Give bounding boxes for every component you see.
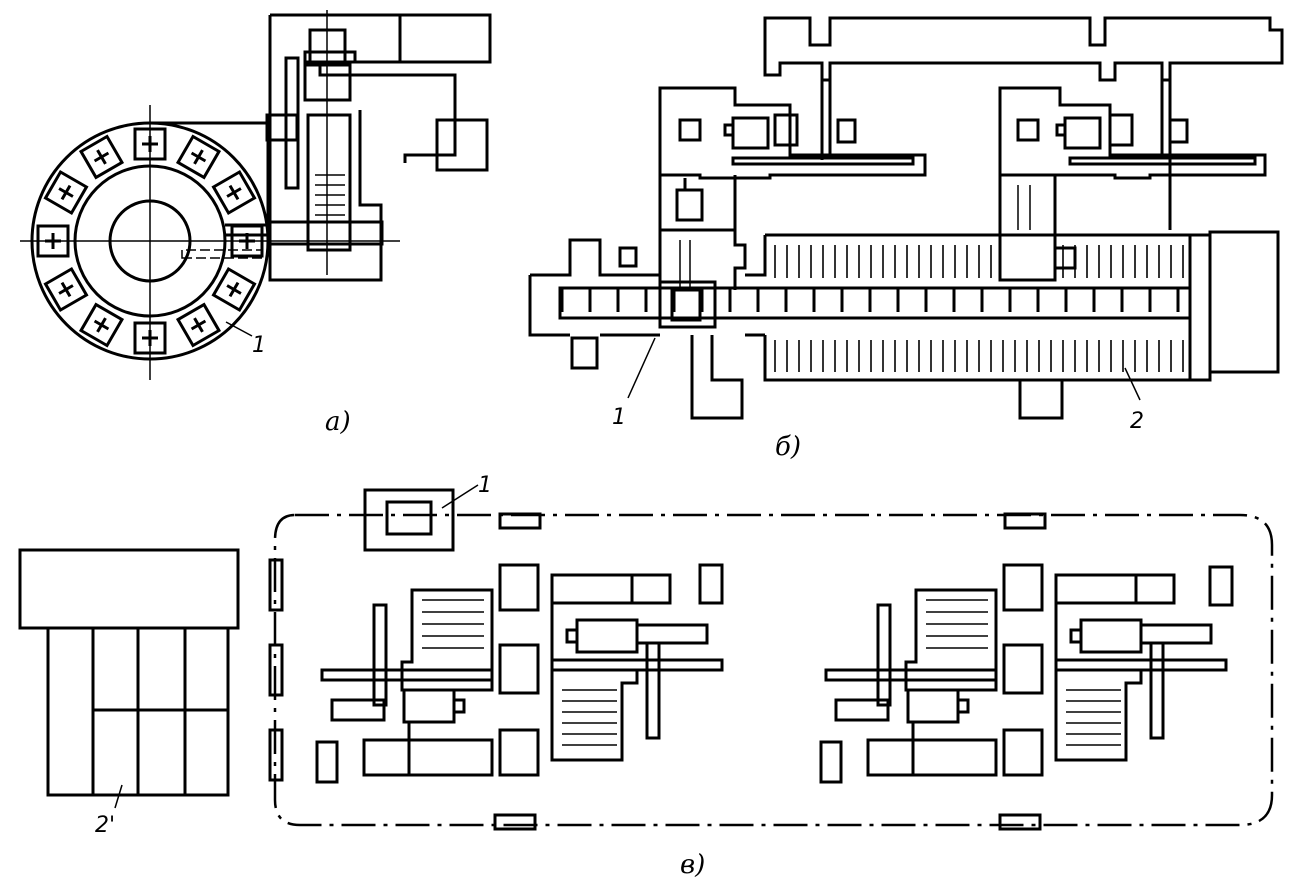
tool-pocket (78, 134, 125, 180)
pallet-station (1002, 728, 1044, 777)
spindle-motor (575, 618, 639, 654)
cross-mark-icon (58, 184, 74, 201)
machining-unit-right (998, 86, 1267, 282)
panel-caption-b: б) (775, 432, 801, 462)
tool-transfer-carriage (658, 240, 717, 329)
callout-label: 1 (252, 333, 266, 358)
panel-caption-v: в) (680, 850, 705, 880)
fixture (819, 740, 843, 784)
magazine-slots-top (774, 245, 1184, 278)
spindle-motor (402, 688, 456, 724)
unit-head (550, 573, 634, 605)
callout-label: 2' (95, 813, 115, 838)
column (372, 603, 388, 707)
magazine-slots-bottom (774, 340, 1184, 372)
cross-mark-icon (93, 317, 110, 333)
column (645, 641, 661, 740)
slide-rail (1139, 623, 1213, 645)
transport-loop (268, 512, 1274, 831)
spindle-head (265, 10, 492, 282)
machining-unit-left (658, 86, 927, 290)
workpiece-table (330, 698, 386, 722)
slide-rail (550, 658, 724, 672)
tool-pocket (43, 266, 89, 313)
slide-rail (824, 668, 998, 682)
callout-1-a: 1 (225, 321, 266, 358)
panel-a: 1 а) (20, 10, 492, 437)
central-tool-store: 2' (18, 548, 240, 838)
callout-1-b: 1 (612, 337, 656, 430)
tool-magazine (1054, 670, 1143, 762)
pallet-station (498, 643, 540, 695)
panel-caption-a: а) (325, 407, 351, 437)
cross-mark-icon (58, 281, 74, 298)
callout-label: 1 (612, 405, 626, 430)
pallet-station (498, 563, 540, 612)
slide-rail (635, 623, 709, 645)
tool-pocket (211, 169, 257, 216)
slide-rail (1054, 658, 1228, 672)
transport-carriage: 1 (363, 473, 492, 552)
slide-rail (320, 668, 494, 682)
cross-mark-icon (226, 184, 242, 201)
machine-pair-left (315, 563, 724, 784)
magazine-tool-slots (560, 288, 1180, 312)
column (876, 603, 892, 707)
tool-pocket (175, 134, 222, 180)
pallet-station (1002, 563, 1044, 612)
tool-pocket (78, 302, 125, 348)
tool-pocket (211, 266, 257, 313)
panel-v: 2' 1 в) (18, 473, 1274, 880)
tool-magazine (550, 670, 639, 762)
tool-magazine (904, 588, 998, 692)
panel-b: 1 2 б) (528, 16, 1284, 462)
column (1149, 641, 1165, 740)
pallet-station (1002, 643, 1044, 695)
callout-label: 1 (478, 473, 492, 498)
spindle-motor (906, 688, 960, 724)
tool-pocket (175, 302, 222, 348)
tool-pocket (43, 169, 89, 216)
spindle-motor (1079, 618, 1143, 654)
callout-2-b: 2 (1124, 367, 1144, 434)
fixture (315, 740, 339, 784)
pallet-station (498, 728, 540, 777)
machine-base (362, 722, 494, 777)
cross-mark-icon (190, 317, 207, 333)
tool-magazine (400, 588, 494, 692)
callout-label: 2 (1130, 409, 1144, 434)
portal-frame (763, 16, 1284, 230)
workpiece-table (834, 698, 890, 722)
machine-pair-right (819, 563, 1228, 784)
cross-mark-icon (190, 149, 207, 165)
cross-mark-icon (93, 149, 110, 165)
machine-base (866, 722, 998, 777)
unit-head (1054, 573, 1138, 605)
linear-tool-magazine (528, 230, 1280, 420)
cross-mark-icon (226, 281, 242, 298)
